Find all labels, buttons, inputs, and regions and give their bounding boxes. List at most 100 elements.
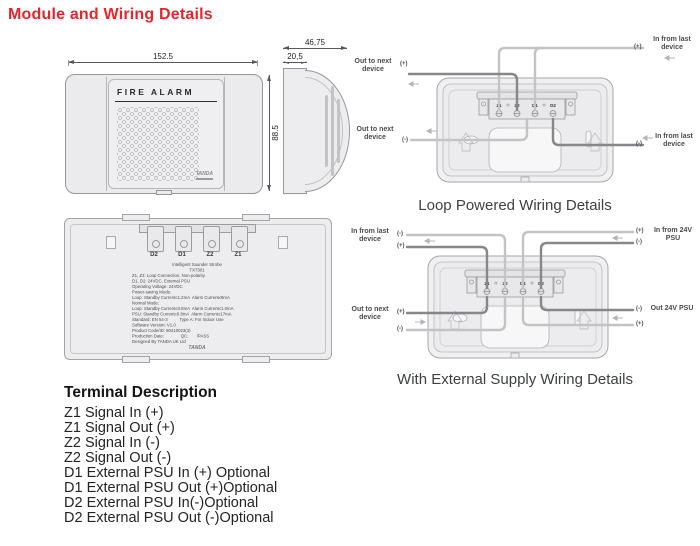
wire-out-psu-minus <box>539 295 635 312</box>
loop-diagram-art: Z1 Z2 D1 D2 <box>407 46 675 183</box>
dome-slot <box>331 86 334 176</box>
dimension-depth: 46,75 <box>283 38 347 50</box>
dome-slot <box>337 99 340 163</box>
sign-plus: (+) <box>636 321 644 327</box>
label-in-from-24v-psu: In from 24V PSU <box>653 227 693 242</box>
side-hole <box>106 236 116 249</box>
sign-plus: (+) <box>636 228 644 234</box>
external-diagram-caption: With External Supply Wiring Details <box>397 371 633 388</box>
terminal-description-item: D2 External PSU Out (-)Optional <box>64 510 274 526</box>
cable-cutout <box>488 127 562 173</box>
mounting-tab <box>242 214 270 221</box>
wire-out-minus <box>409 117 529 142</box>
arrow-down-icon <box>267 185 271 191</box>
wire-out-psu-plus <box>521 295 635 327</box>
dimension-width: 152.5 <box>68 52 258 66</box>
sign-plus: (+) <box>634 44 642 50</box>
arrow-left-icon <box>68 60 74 64</box>
terminal-description-heading: Terminal Description <box>64 384 218 401</box>
loop-diagram-caption: Loop Powered Wiring Details <box>418 197 612 214</box>
dome-slot <box>325 95 328 167</box>
arrow-left-icon <box>283 46 289 50</box>
external-diagram-art: Z1 Z2 D1 D2 <box>405 230 635 359</box>
external-supply-diagram: Z1 Z2 D1 D2 <box>343 222 700 372</box>
wire-out-next-plus <box>405 295 489 315</box>
terminal-label: Z2 <box>206 252 214 258</box>
product-label-text: Intelligent Sounder Strobe TX7301 Z1, Z2… <box>132 262 234 344</box>
arrow-right-icon <box>341 46 347 50</box>
terminal-post <box>203 226 220 252</box>
external-wires <box>405 230 635 332</box>
dimension-width-value: 152.5 <box>150 52 176 62</box>
sign-plus: (+) <box>400 61 408 67</box>
sign-plus: (+) <box>397 243 405 249</box>
wire-out-plus <box>407 72 519 112</box>
terminal-rail <box>476 91 578 100</box>
terminal-description-item: D1 External PSU In (+) Optional <box>64 465 270 481</box>
terminal-description-item: D1 External PSU Out (+)Optional <box>64 480 278 496</box>
wire-out-next-minus <box>405 295 507 332</box>
terminal-description-item: Z1 Signal In (+) <box>64 405 164 421</box>
module-front-view: FIRE ALARM TANDA <box>65 74 263 195</box>
wire-in-minus <box>551 117 645 147</box>
arrow-up-icon <box>267 75 271 81</box>
dimension-lip: 20,5 <box>283 52 307 64</box>
sign-minus: (-) <box>636 239 642 245</box>
terminal-label: D1 <box>178 252 186 258</box>
loop-powered-diagram: Z1 Z2 D1 D2 <box>343 28 700 204</box>
terminal-description-item: Z2 Signal In (-) <box>64 435 160 451</box>
sign-minus: (-) <box>636 141 642 147</box>
direction-arrows <box>407 54 675 142</box>
brand-logo: TANDA <box>188 345 206 351</box>
terminal-description-item: D2 External PSU In(-)Optional <box>64 495 259 511</box>
sign-minus: (-) <box>636 306 642 312</box>
sign-minus: (-) <box>397 326 403 332</box>
label-in-from-last: In from last device <box>351 228 389 243</box>
cable-cutout <box>480 305 550 349</box>
label-underline <box>115 101 217 102</box>
terminal-post <box>175 226 192 252</box>
sign-minus: (-) <box>402 137 408 143</box>
front-center-panel: FIRE ALARM TANDA <box>108 79 224 189</box>
label-in-from-last-top: In from last device <box>653 36 691 51</box>
dimension-height: 88.5 <box>267 75 281 191</box>
label-out-to-next-bottom: Out to next device <box>356 126 394 141</box>
terminal-description-list: Z1 Signal In (+) Z1 Signal Out (+) Z2 Si… <box>64 406 277 526</box>
sign-plus: (+) <box>397 309 405 315</box>
arrow-right-icon <box>301 60 307 64</box>
label-out-to-next: Out to next device <box>351 306 389 321</box>
terminal-description-item: Z2 Signal Out (-) <box>64 450 172 466</box>
module-side-backplate <box>283 68 307 194</box>
speaker-grille <box>117 107 199 181</box>
wire-in-psu-plus <box>521 230 635 290</box>
label-out-to-next-top: Out to next device <box>354 58 392 73</box>
sign-minus: (-) <box>397 231 403 237</box>
mounting-tab <box>242 356 270 363</box>
arrow-right-icon <box>252 60 258 64</box>
bottom-clip <box>156 190 172 195</box>
label-in-from-last-bottom: In from last device <box>655 133 693 148</box>
up-arrow-icon <box>447 310 592 330</box>
wire-in-plus-branch <box>533 46 543 112</box>
dimension-lip-value: 20,5 <box>285 52 305 62</box>
brand-logo: TANDA <box>195 171 213 180</box>
arrow-left-icon <box>283 60 289 64</box>
dimension-depth-value: 46,75 <box>302 38 328 48</box>
up-arrow-icon <box>458 132 603 152</box>
dimension-height-value: 88.5 <box>270 123 281 143</box>
fire-alarm-label: FIRE ALARM <box>117 87 195 97</box>
loop-wires <box>407 46 645 147</box>
terminal-post <box>231 226 248 252</box>
panel-divider <box>106 77 107 191</box>
terminal-label: D2 <box>550 103 556 108</box>
page-title: Module and Wiring Details <box>8 6 213 23</box>
label-out-24v-psu: Out 24V PSU <box>650 305 694 312</box>
terminal-rail <box>464 269 566 278</box>
terminal-screws <box>495 110 557 117</box>
wire-in-psu-minus <box>539 241 635 290</box>
terminal-description-item: Z1 Signal Out (+) <box>64 420 175 436</box>
back-terminal-strip <box>139 220 256 254</box>
side-hole <box>278 236 288 249</box>
panel-divider <box>224 77 225 191</box>
